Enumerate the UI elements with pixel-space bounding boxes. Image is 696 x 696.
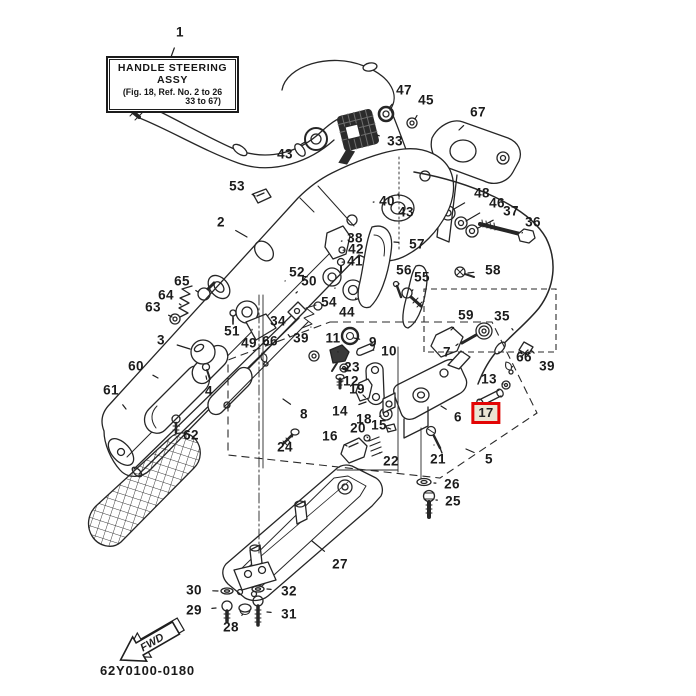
callout-8: 8 (300, 406, 308, 422)
callout-28: 28 (223, 619, 239, 635)
figure-label-box: HANDLE STEERING ASSY (Fig. 18, Ref. No. … (106, 56, 239, 113)
dashed-assembly-boundary (227, 288, 557, 479)
callout-46: 46 (489, 195, 505, 211)
callout-37: 37 (503, 203, 519, 219)
callout-4: 4 (205, 383, 213, 399)
callout-19: 19 (349, 381, 365, 397)
callout-48: 48 (474, 185, 490, 201)
drawing-part-code: 62Y0100-0180 (100, 663, 195, 678)
callout-26: 26 (444, 476, 460, 492)
callout-11: 11 (325, 330, 341, 346)
figure-ref-line1: (Fig. 18, Ref. No. 2 to 26 (122, 86, 223, 97)
callout-6: 6 (454, 409, 462, 425)
callout-34: 34 (270, 313, 286, 329)
callout-64: 64 (158, 287, 174, 303)
handle-grip-group (87, 339, 229, 547)
callout-57: 57 (409, 236, 425, 252)
callout-9: 9 (369, 334, 377, 350)
callout-49: 49 (241, 335, 257, 351)
callout-15: 15 (371, 417, 387, 433)
callout-43: 43 (277, 146, 293, 162)
fwd-arrow-icon: FWD (119, 617, 185, 662)
callout-25: 25 (445, 493, 461, 509)
figure-title-line1: HANDLE STEERING (117, 61, 228, 74)
callout-2: 2 (217, 214, 225, 230)
wire-harness-boot (337, 109, 379, 165)
callout-5: 5 (485, 451, 493, 467)
callout-52: 52 (289, 264, 305, 280)
callout-23: 23 (344, 359, 360, 375)
callout-18: 18 (356, 411, 372, 427)
bottom-bracket (222, 464, 383, 602)
callout-56: 56 (396, 262, 412, 278)
callout-12: 12 (343, 373, 359, 389)
callout-22: 22 (383, 453, 399, 469)
callout-42: 42 (348, 241, 364, 257)
callout-10: 10 (381, 343, 397, 359)
highlighted-callout-17[interactable]: 17 (471, 402, 501, 424)
callout-40: 40 (379, 193, 395, 209)
callout-36: 36 (525, 214, 541, 230)
callout-33: 33 (387, 133, 403, 149)
callout-7: 7 (443, 344, 451, 360)
callout-51: 51 (224, 323, 240, 339)
callout-3: 3 (157, 332, 165, 348)
steering-friction-cable (413, 171, 554, 385)
callout-13: 13 (481, 371, 497, 387)
callout-41: 41 (347, 253, 363, 269)
callout-32: 32 (281, 583, 297, 599)
callout-55: 55 (414, 269, 430, 285)
callout-31: 31 (281, 606, 297, 622)
callout-21: 21 (430, 451, 446, 467)
callout-47: 47 (396, 82, 412, 98)
callout-63: 63 (145, 299, 161, 315)
callout-35: 35 (494, 308, 510, 324)
construction-lines (258, 294, 422, 554)
callout-66: 66 (262, 333, 278, 349)
throttle-rod-and-cable (131, 301, 323, 478)
callout-67: 67 (470, 104, 486, 120)
callout-39: 39 (293, 330, 309, 346)
callout-50: 50 (301, 273, 317, 289)
callout-44: 44 (339, 304, 355, 320)
callout-14: 14 (332, 403, 348, 419)
callout-54: 54 (321, 294, 337, 310)
callout-45: 45 (418, 92, 434, 108)
figure-ref-line2: 33 to 67) (185, 96, 221, 107)
callout-20: 20 (350, 420, 366, 436)
leader-lines (122, 47, 535, 616)
shift-linkage-cluster (281, 326, 397, 464)
callout-1: 1 (176, 24, 184, 40)
swivel-housing-group (382, 322, 511, 439)
callout-65: 65 (174, 273, 190, 289)
callout-66: 66 (516, 349, 532, 365)
callout-30: 30 (186, 582, 202, 598)
callout-53: 53 (229, 178, 245, 194)
callout-59: 59 (458, 307, 474, 323)
callout-27: 27 (332, 556, 348, 572)
callout-24: 24 (277, 439, 293, 455)
callout-38: 38 (347, 230, 363, 246)
throttle-cam-plates (357, 225, 475, 329)
callout-58: 58 (485, 262, 501, 278)
callout-61: 61 (103, 382, 119, 398)
callout-60: 60 (128, 358, 144, 374)
bottom-hardware (220, 585, 265, 627)
callout-16: 16 (322, 428, 338, 444)
callout-43: 43 (398, 204, 414, 220)
steering-mount-bracket (430, 120, 522, 243)
fwd-label: FWD (138, 631, 166, 654)
callout-39: 39 (539, 358, 555, 374)
lower-fasteners (416, 425, 443, 519)
callout-29: 29 (186, 602, 202, 618)
callout-62: 62 (183, 427, 199, 443)
figure-title-line2: ASSY (157, 74, 188, 87)
